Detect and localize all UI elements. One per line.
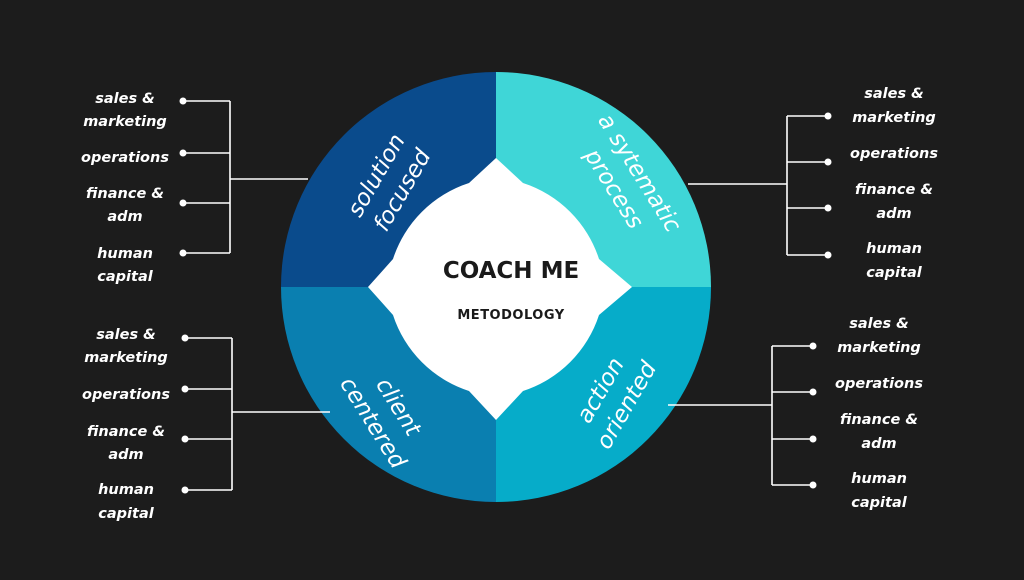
center-subtitle: METODOLOGY (457, 308, 564, 323)
branch-label: capital (851, 495, 907, 511)
center-badge: COACH ME METODOLOGY (368, 158, 632, 420)
branch-label: sales & (96, 327, 156, 343)
bullet-dot (809, 388, 817, 396)
branch-bottom-right-labels: sales & marketing operations finance & a… (835, 316, 923, 511)
bullet-dot (179, 149, 187, 157)
branch-label: sales & (95, 91, 155, 107)
branch-label: adm (107, 209, 142, 225)
branch-label: operations (82, 387, 170, 403)
branch-label: operations (850, 146, 938, 162)
branch-label: human (866, 241, 922, 257)
bullet-dot (179, 199, 187, 207)
branch-label: finance & (87, 424, 165, 440)
branch-label: marketing (837, 340, 921, 356)
branch-label: operations (81, 150, 169, 166)
branch-label: finance & (855, 182, 933, 198)
bullet-dot (181, 435, 189, 443)
branch-bottom-left-labels: sales & marketing operations finance & a… (82, 327, 170, 522)
branch-label: finance & (86, 186, 164, 202)
branch-label: adm (861, 436, 896, 452)
branch-bottom-left (181, 334, 330, 494)
bullet-dot (809, 435, 817, 443)
branch-label: capital (97, 269, 153, 285)
center-title: COACH ME (443, 258, 579, 284)
bullet-dot (181, 385, 189, 393)
bullet-dot (179, 97, 187, 105)
branch-label: capital (98, 506, 154, 522)
bullet-dot (181, 334, 189, 342)
center-compass-shape (368, 158, 632, 420)
connector-line (668, 345, 813, 486)
branch-label: capital (866, 265, 922, 281)
branch-label: marketing (83, 114, 167, 130)
connector-line (185, 337, 330, 491)
branch-label: human (851, 471, 907, 487)
branch-label: adm (108, 447, 143, 463)
bullet-dot (824, 204, 832, 212)
branch-label: sales & (849, 316, 909, 332)
connector-line (183, 100, 308, 254)
bullet-dot (179, 249, 187, 257)
branch-top-right (688, 112, 832, 259)
branch-label: operations (835, 376, 923, 392)
branch-top-left (179, 97, 308, 257)
branch-label: human (97, 246, 153, 262)
connector-line (688, 115, 828, 256)
branch-top-left-labels: sales & marketing operations finance & a… (81, 91, 169, 285)
branch-label: finance & (840, 412, 918, 428)
bullet-dot (824, 158, 832, 166)
branch-label: human (98, 482, 154, 498)
bullet-dot (809, 481, 817, 489)
branch-top-right-labels: sales & marketing operations finance & a… (850, 86, 938, 281)
branch-label: adm (876, 206, 911, 222)
branch-label: marketing (852, 110, 936, 126)
bullet-dot (809, 342, 817, 350)
bullet-dot (181, 486, 189, 494)
bullet-dot (824, 251, 832, 259)
bullet-dot (824, 112, 832, 120)
branch-bottom-right (668, 342, 817, 489)
branch-label: marketing (84, 350, 168, 366)
branch-label: sales & (864, 86, 924, 102)
